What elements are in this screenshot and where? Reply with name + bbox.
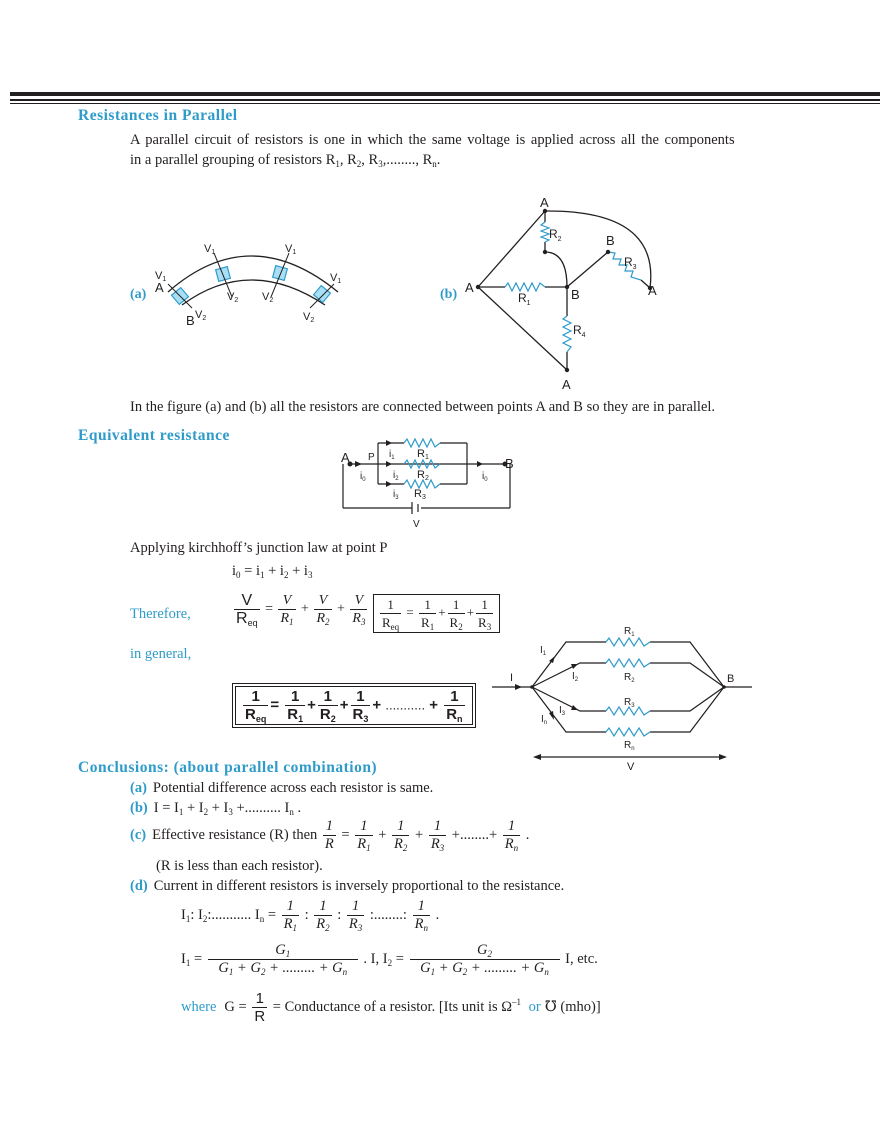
eq-circuit-P: P [368,452,375,463]
figure-a-label: (a) [130,287,147,302]
figure-a-inner-arc [181,279,326,306]
general-circuit-R3: R3 [624,697,635,709]
header-rule-thick [10,92,880,96]
intro-paragraph: A parallel circuit of resistors is one i… [130,130,790,170]
general-circuit-resistor-r1 [605,636,651,648]
figure-a-v1-left: V1 [155,270,166,283]
figure-b-R2: R2 [549,227,562,243]
figure-a-v1-mid-left: V1 [204,243,215,256]
general-circuit-resistor-r3 [605,705,651,717]
figure-b-A-left: A [465,280,474,295]
figure-b-A-bottom: A [562,377,571,392]
general-circuit-R2: R2 [624,672,635,684]
figure-b-A-right: A [648,283,657,298]
eq-circuit-R3: R3 [414,488,426,501]
junction-equation: i0 = i1 + i2 + i3 [232,563,313,580]
figure-a-v2-bottom-right: V2 [303,311,314,324]
figure-a-v2-bottom-left: V2 [195,309,206,322]
figure-a-point-B: B [186,313,195,328]
eq-circuit-resistor-r2 [403,458,441,470]
general-circuit-resistor-r2 [605,657,651,669]
figure-b-R3: R3 [624,255,637,271]
therefore-label: Therefore, [130,606,191,622]
conclusion-b: (b)I = I1 + I2 + I3 +.......... In . [130,800,302,817]
header-rule-thin [10,99,880,101]
in-general-label: in general, [130,646,192,662]
section-heading-conclusions: Conclusions: (about parallel combination… [78,759,378,776]
general-circuit-I3: I3 [559,705,566,717]
conclusion-a: (a)Potential difference across each resi… [130,780,434,796]
figure-b-R4: R4 [573,323,586,339]
figure-a-v2-left: V2 [227,291,238,304]
general-circuit-I2: I2 [572,671,579,683]
section-heading-parallel: Resistances in Parallel [78,107,238,124]
eq-circuit-i2: i2 [393,470,399,482]
figure-a-v2-mid: V2 [262,291,273,304]
general-circuit-In: In [541,714,547,726]
general-circuit-V: V [627,761,635,772]
equivalent-circuit-diagram: A B P i0 i0 i1 i2 i3 R1 R2 R3 V [341,437,514,530]
general-circuit-I1: I1 [540,645,547,657]
mho-symbol: ℧ [544,998,557,1015]
figure-a-diagram: V1 V1 V1 V1 V2 V2 V2 V2 A B [155,243,341,328]
kirchhoff-text: Applying kirchhoff’s junction law at poi… [130,540,388,556]
intro-line-1: A parallel circuit of resistors is one i… [130,132,735,148]
figure-b-diagram: A A A A B B R2 R1 R3 R4 [465,195,657,392]
general-circuit-R1: R1 [624,626,635,638]
general-parallel-circuit: I B I1 I2 I3 In R1 R2 R3 Rn V [492,626,752,772]
eq-circuit-R1: R1 [417,448,429,461]
eq-circuit-i0-left: i0 [360,471,366,483]
eq-circuit-i1: i1 [389,449,395,461]
eq-circuit-resistor-r3 [403,478,441,490]
general-circuit-I: I [510,672,513,684]
eq-circuit-i0-right: i0 [482,471,488,483]
eq-circuit-R2: R2 [417,469,429,482]
header-rule-thin-2 [10,103,880,104]
figure-a-v1-right: V1 [330,272,341,285]
figure-caption-text: In the figure (a) and (b) all the resist… [130,399,716,415]
omega-unit: Ω–1 [501,996,522,1015]
conclusion-d: (d)Current in different resistors is inv… [130,878,565,894]
general-circuit-resistor-rn [605,726,651,738]
figure-a-v1-mid-right: V1 [285,243,296,256]
conclusion-c-note: (R is less than each resistor). [156,858,323,874]
intro-line-2: in a parallel grouping of resistors R1, … [130,152,441,169]
figure-b-resistor-r2 [539,221,551,243]
section-heading-equivalent: Equivalent resistance [78,427,230,444]
eq-circuit-resistor-r1 [403,437,441,449]
eq-circuit-B: B [505,456,514,471]
figure-a-point-A: A [155,280,164,295]
figure-b-B-top: B [606,233,615,248]
eq-circuit-i3: i3 [393,489,399,501]
eq-circuit-V: V [413,519,420,530]
figure-b-B-mid: B [571,287,580,302]
figure-b-resistor-r4 [561,315,573,353]
figure-b-A-top: A [540,195,549,210]
figure-b-resistor-r3 [607,251,642,281]
figure-b-R1: R1 [518,291,531,307]
figure-a-outer-arc [167,255,339,293]
general-circuit-Rn: Rn [624,740,635,752]
figure-b-label: (b) [440,287,458,302]
eq-circuit-A: A [341,450,350,465]
figure-b-resistor-r1 [504,281,546,293]
general-circuit-B: B [727,673,734,685]
